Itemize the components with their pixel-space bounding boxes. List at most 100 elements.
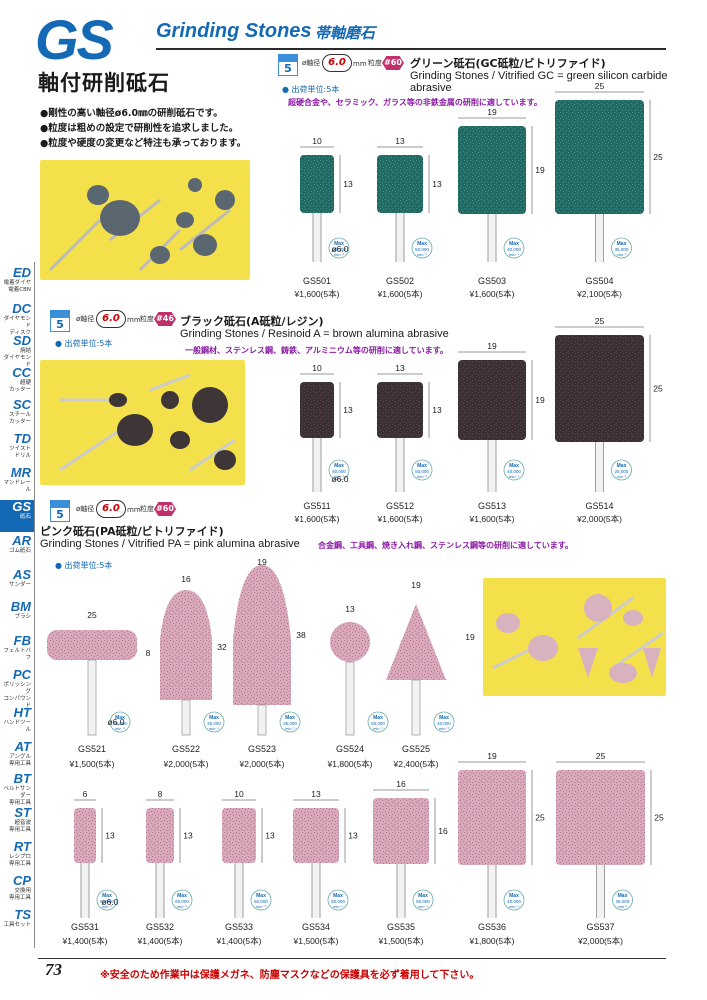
max-speed-badge [433, 711, 455, 733]
max-speed-value: 35,000 [283, 721, 297, 726]
grit-value: #46 [154, 312, 176, 326]
green-stone-gs503-shank-fill [488, 214, 496, 262]
max-speed-unit: min⁻¹ [509, 252, 520, 257]
page-title-en: Grinding Stones [156, 20, 312, 42]
dim-height: 19 [535, 395, 545, 405]
product-code: GS514 [585, 501, 613, 511]
max-speed-unit: min⁻¹ [285, 726, 296, 731]
product-code: GS503 [478, 276, 506, 286]
dim-width: 25 [596, 751, 606, 761]
max-speed-unit: min⁻¹ [115, 726, 126, 731]
max-speed-label: Max [209, 715, 219, 721]
black-stone-gs513-shank-fill [488, 440, 496, 492]
dim-width: 19 [411, 580, 421, 590]
shank-label: ø軸径 [76, 505, 95, 513]
max-speed-badge [367, 711, 389, 733]
max-speed-badge [503, 889, 525, 911]
product-price: ¥1,600(5本) [469, 514, 515, 524]
section-title-en: Grinding Stones / Resinoid A = brown alu… [180, 328, 449, 340]
product-code: GS521 [78, 744, 106, 754]
sidebar-tab-code: TD [13, 431, 31, 446]
max-speed-label: Max [417, 241, 427, 247]
max-speed-badge [411, 459, 433, 481]
section-title-en: Grinding Stones / Vitrified GC = green s… [410, 70, 668, 94]
max-speed-label: Max [618, 893, 628, 899]
pink-stone-gs536-shank [487, 865, 497, 918]
max-speed-unit: min⁻¹ [334, 474, 345, 479]
pink-stone-gs533-shank-fill [235, 863, 243, 918]
pink-stone-gs523-head [233, 565, 291, 705]
max-speed-badge [328, 459, 350, 481]
pink-stone-gs534-shank-fill [312, 863, 320, 918]
sidebar-tab-label: ブラシ [14, 614, 31, 620]
sidebar-tab-label: 電着ダイヤ 電着CBN [3, 280, 31, 293]
max-speed-badge [96, 889, 118, 911]
dim-height: 8 [146, 648, 151, 658]
max-speed-unit: min⁻¹ [617, 474, 628, 479]
product-code: GS522 [172, 744, 200, 754]
max-speed-value: 35,000 [207, 721, 221, 726]
max-speed-value: 50,000 [415, 247, 429, 252]
dim-height: 13 [348, 831, 358, 841]
sidebar-tab-label: ダイヤモンド ディスク [3, 316, 31, 336]
max-speed-label: Max [285, 715, 295, 721]
sidebar-tab-label: フェルトバフ [3, 648, 31, 661]
max-speed-value: 40,000 [507, 469, 521, 474]
sidebar-tab-code: TS [14, 907, 31, 922]
sidebar-tab-code: CC [12, 365, 31, 380]
product-code: GS523 [248, 744, 276, 754]
intro-bullet: ●剛性の高い軸径ø6.0㎜の研削砥石です。 [40, 108, 223, 119]
max-speed-badge [171, 889, 193, 911]
dim-width: 25 [595, 81, 605, 91]
grit-label: 粒度 [140, 315, 154, 323]
dim-width: 16 [181, 574, 191, 584]
green-stone-gs504-shank [595, 214, 604, 262]
sidebar-tab-code: GS [12, 499, 31, 514]
dim-width: 13 [311, 789, 321, 799]
dim-width: 13 [395, 363, 405, 373]
sidebar-tab-label: マンドレール [3, 480, 31, 493]
grit-value: #60 [382, 56, 404, 70]
max-speed-value: 25,000 [615, 469, 629, 474]
dim-width: 10 [312, 363, 322, 373]
pink-stone-gs521-head [47, 630, 137, 660]
product-code: GS534 [302, 922, 330, 932]
sidebar-tab-label: 砥石 [19, 514, 31, 520]
pink-stone-gs532-head [146, 808, 174, 863]
dim-height: 19 [465, 632, 475, 642]
dim-height: 25 [653, 152, 663, 162]
max-speed-value: 50,000 [332, 469, 346, 474]
max-speed-value: 35,000 [616, 899, 630, 904]
green-stone-gs502-shank [395, 213, 405, 262]
dim-width: 19 [257, 557, 267, 567]
dim-width: 25 [87, 610, 97, 620]
shank-value: 6.0 [96, 500, 126, 518]
dim-width: 13 [345, 604, 355, 614]
sidebar-tab-label: ハンドツール [3, 720, 31, 733]
dim-height: 13 [432, 179, 442, 189]
product-price: ¥2,000(5本) [239, 759, 285, 769]
product-code: GS535 [387, 922, 415, 932]
max-speed-label: Max [333, 893, 343, 899]
